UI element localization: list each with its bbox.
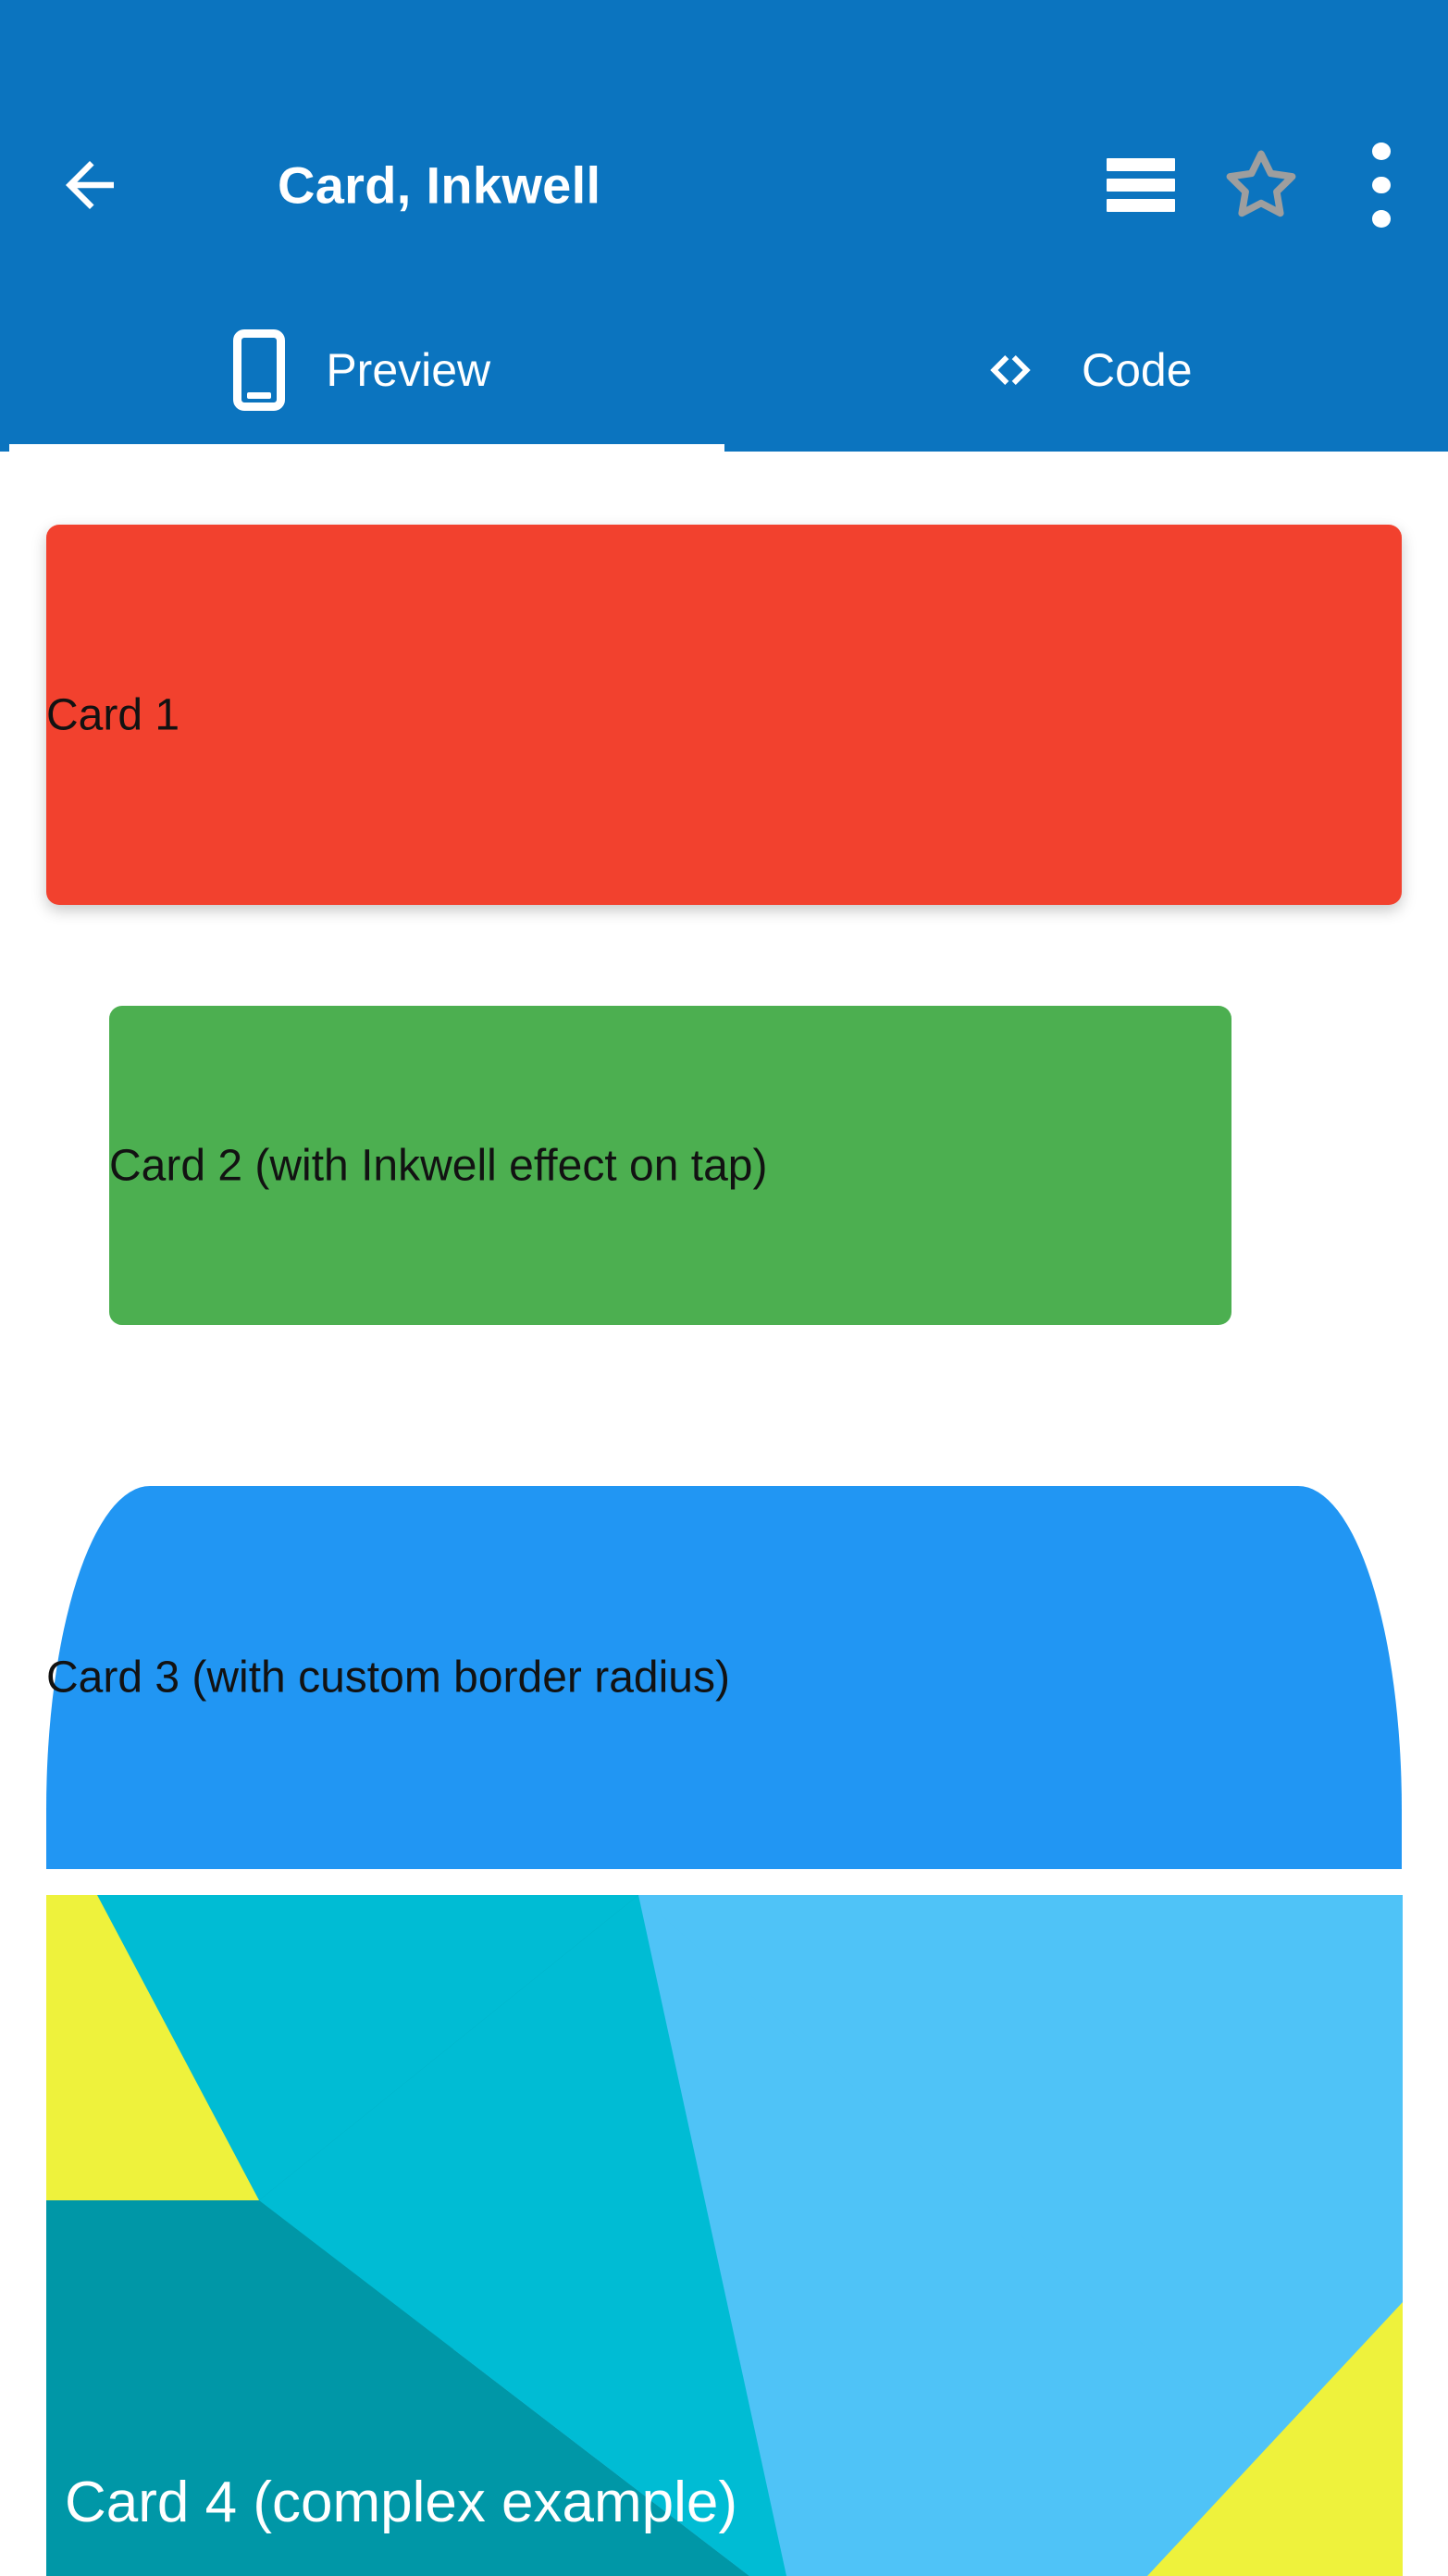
card-2-label: Card 2 (with Inkwell effect on tap) (109, 1141, 768, 1190)
back-arrow-icon (66, 161, 114, 209)
tab-preview[interactable]: Preview (0, 288, 724, 452)
tab-code[interactable]: Code (724, 288, 1448, 452)
card-1[interactable]: Card 1 (46, 525, 1402, 905)
app-bar: Card, Inkwell (0, 0, 1448, 288)
hamburger-menu-icon (1107, 158, 1175, 212)
tab-preview-label: Preview (326, 343, 491, 396)
card-4-background-image (46, 1895, 1403, 2576)
phone-icon (233, 328, 286, 411)
tab-active-indicator (9, 444, 724, 452)
card-4-label: Card 4 (complex example) (65, 2471, 738, 2534)
page-title: Card, Inkwell (278, 155, 601, 215)
overflow-menu-icon (1372, 142, 1391, 229)
tab-bar: Preview Code (0, 288, 1448, 452)
overflow-menu-button[interactable] (1339, 142, 1424, 229)
code-brackets-icon (980, 340, 1041, 401)
favorite-button[interactable] (1219, 142, 1304, 228)
back-button[interactable] (54, 149, 126, 221)
card-4[interactable]: Card 4 (complex example) (46, 1895, 1403, 2576)
hamburger-menu-button[interactable] (1098, 142, 1183, 228)
card-3[interactable]: Card 3 (with custom border radius) (46, 1486, 1402, 1869)
app-bar-actions (1098, 142, 1424, 229)
card-3-label: Card 3 (with custom border radius) (46, 1653, 730, 1703)
star-outline-icon (1226, 150, 1296, 217)
preview-content: Card 1 Card 2 (with Inkwell effect on ta… (0, 452, 1448, 2576)
card-2[interactable]: Card 2 (with Inkwell effect on tap) (109, 1006, 1231, 1325)
card-1-label: Card 1 (46, 690, 180, 739)
tab-code-label: Code (1081, 343, 1193, 396)
